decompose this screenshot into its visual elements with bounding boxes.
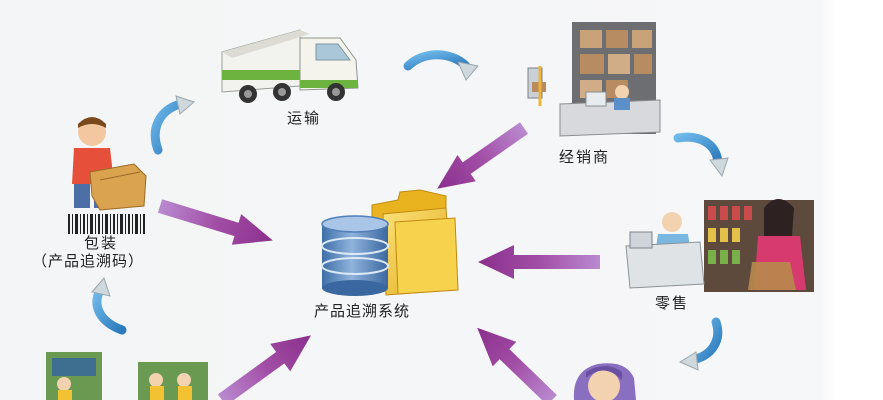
cycle-arrows	[91, 50, 729, 371]
consumer-icon	[573, 363, 636, 400]
flow-arrows	[157, 122, 600, 400]
transport-label: 运输	[287, 109, 322, 127]
retail-store-icon	[625, 199, 814, 292]
retail-label: 零售	[655, 294, 690, 312]
arrow-consumer-to-system	[477, 327, 557, 400]
packaging-code-label: （产品追溯码）	[32, 252, 145, 270]
cycle-arrow-distributor-retail	[673, 132, 729, 178]
arrow-distributor-to-system	[437, 122, 529, 189]
system-label: 产品追溯系统	[314, 302, 411, 320]
warehouse-icon	[527, 22, 661, 137]
cycle-arrow-production-packaging	[91, 277, 127, 335]
arrow-retail-to-system	[478, 245, 600, 279]
database-folder-icon	[321, 189, 459, 296]
arrow-packaging-to-system	[157, 199, 273, 245]
cycle-arrow-packaging-transport	[150, 95, 195, 155]
arrow-production-to-system	[217, 335, 311, 400]
worker-with-box-icon	[68, 117, 147, 234]
distributor-label: 经销商	[559, 148, 611, 166]
packaging-label: 包装	[84, 234, 119, 252]
cycle-arrow-retail-consumer	[678, 317, 723, 371]
production-workers-icon	[46, 352, 208, 400]
truck-icon	[221, 29, 359, 103]
cycle-arrow-transport-distributor	[403, 50, 479, 81]
